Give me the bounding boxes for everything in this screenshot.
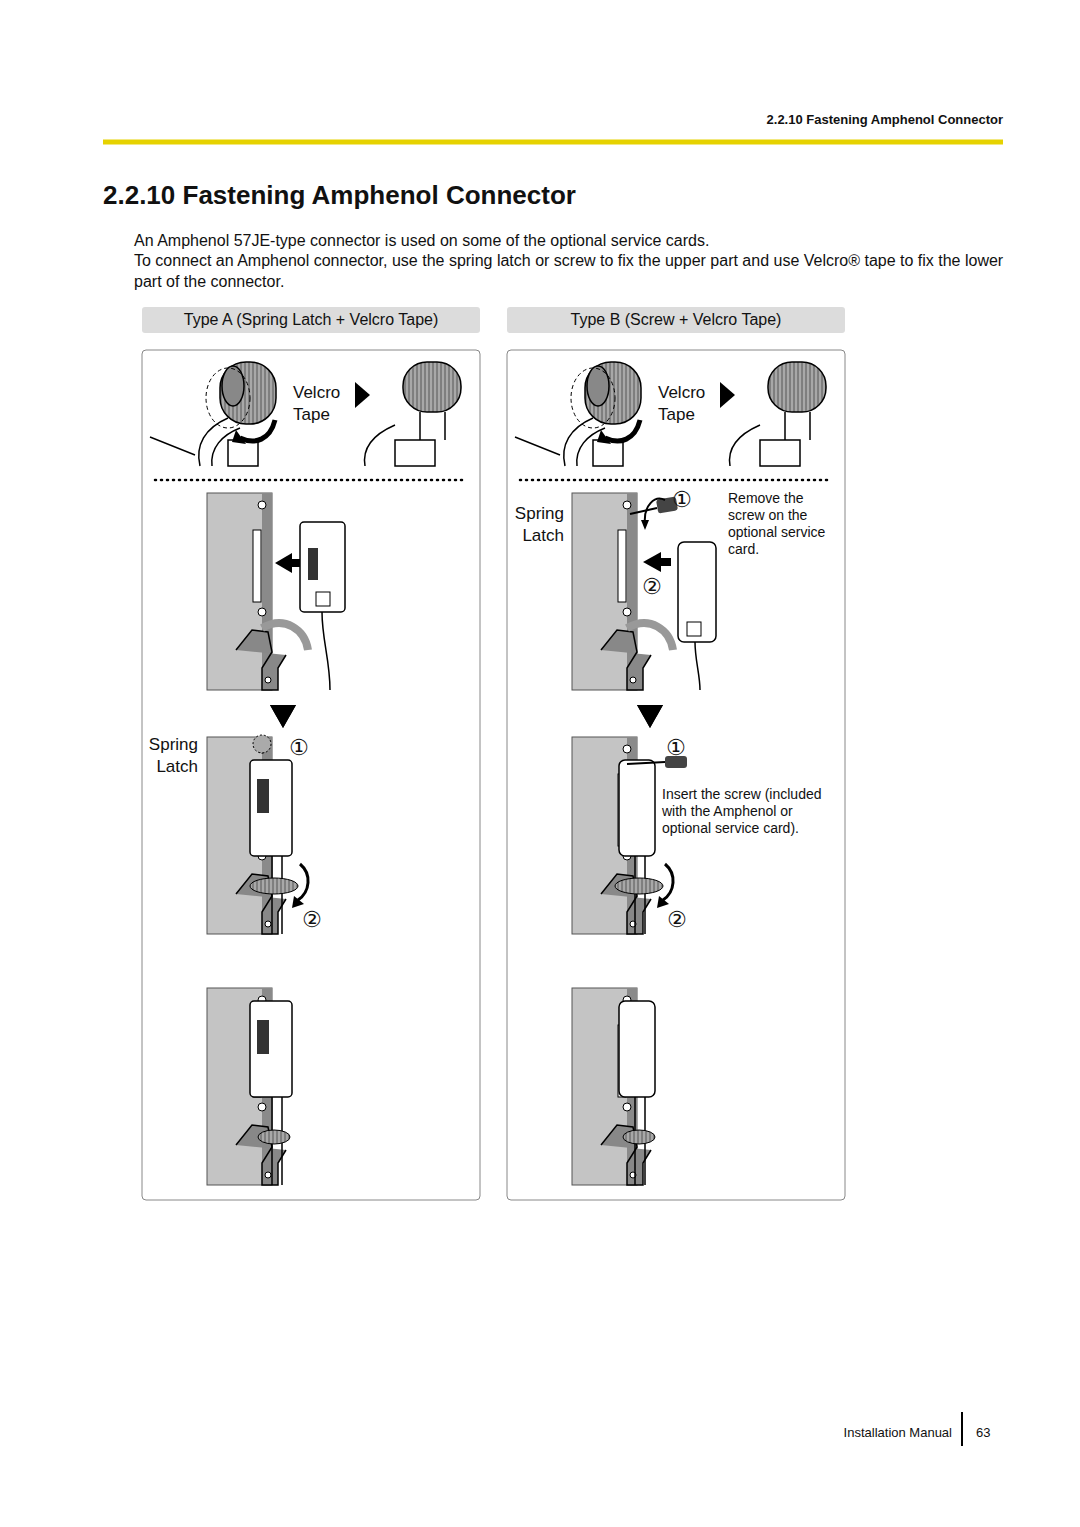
step-illustration <box>308 548 318 580</box>
step-illustration <box>257 1020 269 1054</box>
step-illustration <box>695 642 700 690</box>
section-title: 2.2.10 Fastening Amphenol Connector <box>103 180 576 211</box>
step-illustration <box>207 493 286 690</box>
callout-label: Spring Latch <box>140 734 198 778</box>
step-illustration <box>250 878 298 894</box>
step-illustration <box>298 864 308 900</box>
header-text: Type B (Screw + Velcro Tape) <box>571 311 782 329</box>
type-header-bar: Type A (Spring Latch + Velcro Tape) <box>142 307 480 333</box>
step-illustration <box>657 896 669 908</box>
step-illustration <box>619 1001 655 1097</box>
callout-number: ② <box>642 575 668 599</box>
step-illustration <box>627 623 673 650</box>
step-illustration <box>207 988 292 1185</box>
step-illustration <box>275 553 292 573</box>
velcro-illustration <box>515 362 826 466</box>
step-illustration <box>627 762 665 764</box>
callout-label: Velcro Tape <box>293 382 355 426</box>
instruction-note: Insert the screw (included with the Amph… <box>662 786 838 837</box>
velcro-illustration <box>150 362 461 466</box>
type-header-bar: Type B (Screw + Velcro Tape) <box>507 307 845 333</box>
callout-number: ② <box>667 908 693 932</box>
step-illustration <box>637 705 663 728</box>
divider <box>520 479 830 482</box>
step-illustration <box>253 735 271 753</box>
step-illustration <box>292 896 304 908</box>
footer-rule <box>961 1412 963 1446</box>
step-illustration <box>572 493 651 690</box>
step-illustration <box>643 552 661 572</box>
step-illustration <box>262 623 308 650</box>
step-illustration <box>678 542 716 642</box>
header-rule <box>103 140 1003 145</box>
footer-text: Installation Manual <box>800 1425 952 1441</box>
step-illustration <box>619 760 655 856</box>
callout-number: ② <box>302 908 328 932</box>
callout-number: ① <box>672 488 698 512</box>
step-illustration <box>207 493 345 728</box>
step-illustration <box>659 558 671 566</box>
step-illustration <box>258 1130 290 1144</box>
step-illustration <box>270 705 296 728</box>
step-illustration <box>641 520 649 530</box>
callout-label: Velcro Tape <box>658 382 720 426</box>
instruction-note: Remove the screw on the optional service… <box>728 490 840 558</box>
step-illustration <box>635 856 645 934</box>
page-number: 63 <box>976 1425 1016 1441</box>
step-illustration <box>615 878 663 894</box>
running-header: 2.2.10 Fastening Amphenol Connector <box>700 112 1003 128</box>
callout-number: ① <box>289 736 315 760</box>
step-illustration <box>687 622 701 636</box>
body-text: An Amphenol 57JE-type connector is used … <box>134 231 1014 251</box>
header-text: Type A (Spring Latch + Velcro Tape) <box>184 311 439 329</box>
step-illustration <box>300 522 345 612</box>
step-illustration <box>250 1001 292 1097</box>
callout-label: Spring Latch <box>506 503 564 547</box>
divider <box>155 479 465 482</box>
body-text: To connect an Amphenol connector, use th… <box>134 250 1009 292</box>
step-illustration <box>272 856 282 934</box>
step-illustration <box>322 612 330 690</box>
step-illustration <box>663 864 673 900</box>
step-illustration <box>257 779 269 813</box>
step-illustration <box>630 508 657 514</box>
step-illustration <box>250 760 292 856</box>
step-illustration <box>270 705 296 728</box>
callout-number: ① <box>666 736 692 760</box>
step-illustration <box>572 988 655 1185</box>
step-illustration <box>316 592 330 606</box>
step-illustration <box>637 705 663 728</box>
step-illustration <box>623 1130 655 1144</box>
panel-frame <box>507 350 845 1200</box>
step-illustration <box>572 493 716 728</box>
step-illustration <box>290 559 300 567</box>
